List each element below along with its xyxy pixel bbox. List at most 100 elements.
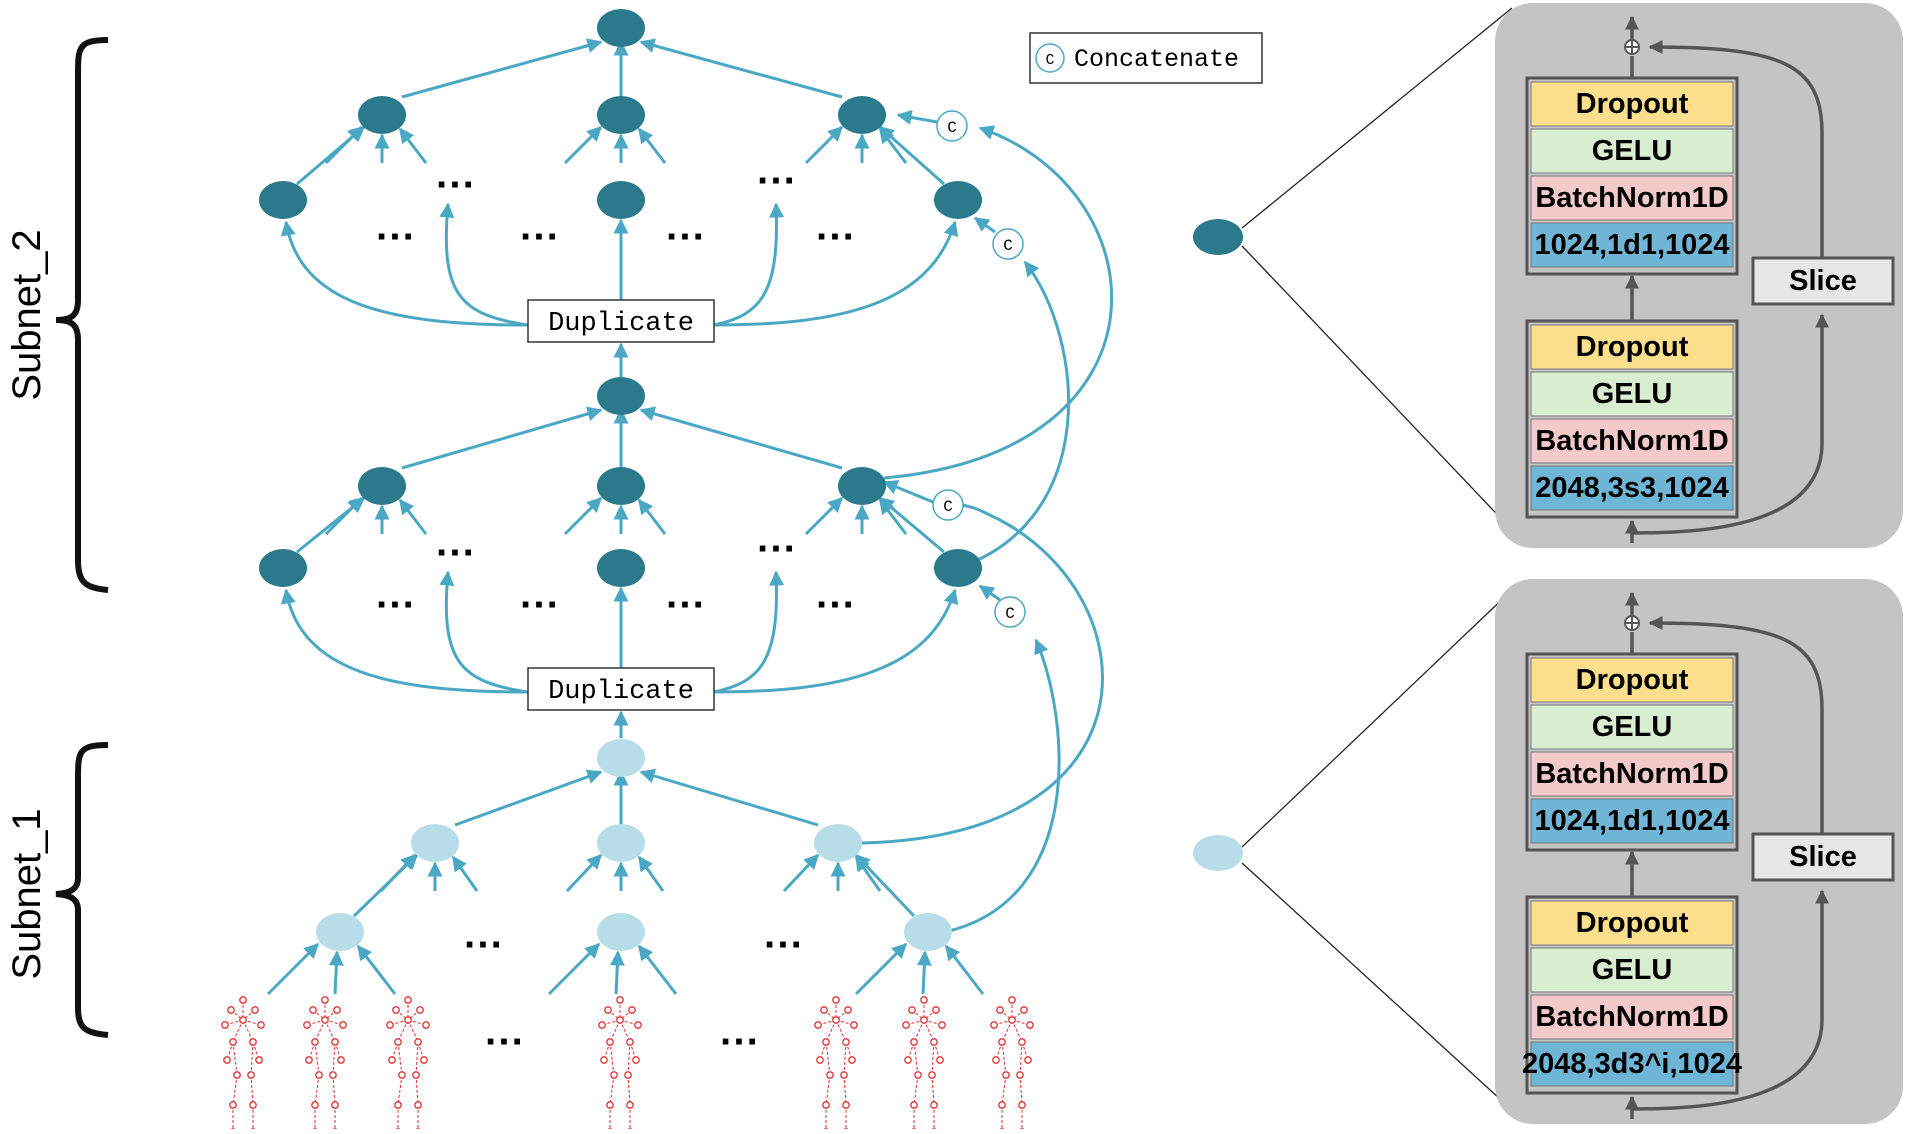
skeleton-joint <box>415 1102 421 1108</box>
node-dark <box>358 96 406 134</box>
skeleton-bone <box>251 1042 253 1075</box>
duplicate-label: Duplicate <box>548 309 694 339</box>
ellipsis-dots: ··· <box>816 583 856 627</box>
subnet-2-brace: Subnet_2 <box>5 40 108 590</box>
ellipsis-dots: ··· <box>757 527 797 571</box>
skeleton-joint <box>815 1022 821 1028</box>
ellipsis-dots: ··· <box>816 215 856 259</box>
edge-curve <box>884 128 1112 478</box>
skeleton-bone <box>333 1042 335 1075</box>
skeleton-joint <box>240 1017 246 1023</box>
node-dark <box>597 181 645 219</box>
edge-arrow <box>641 410 842 468</box>
nodes-layer: ········································… <box>259 9 1025 1064</box>
edge-arrow <box>641 42 842 97</box>
skeleton-bone <box>416 1075 418 1105</box>
skeleton-joint <box>903 1022 909 1028</box>
skeleton-joint <box>843 1102 849 1108</box>
zoom-node-light <box>1193 835 1243 871</box>
ellipsis-dots: ··· <box>376 215 416 259</box>
skeleton-joint <box>1019 1039 1025 1045</box>
skeleton-joint <box>605 1007 611 1013</box>
skeleton-joint <box>322 1017 328 1023</box>
skeleton-joint <box>258 1022 264 1028</box>
edge-arrow <box>639 129 665 163</box>
edge-curve <box>945 640 1059 932</box>
skeleton-joint <box>607 1039 613 1045</box>
skeleton-joint <box>417 1007 423 1013</box>
skeleton-pose <box>304 997 346 1129</box>
skeleton-bone <box>398 1042 402 1075</box>
layer-label-bottom: Dropout <box>1576 331 1689 363</box>
skeleton-joint <box>833 997 839 1003</box>
skeleton-joint <box>415 1039 421 1045</box>
skeleton-joint <box>611 1072 617 1078</box>
skeleton-joint <box>833 1017 839 1023</box>
skeleton-bone <box>914 1075 918 1105</box>
node-light <box>597 824 645 862</box>
edge-arrow <box>297 498 364 552</box>
skeleton-joint <box>821 1007 827 1013</box>
skeleton-joint <box>841 1072 847 1078</box>
skeleton-joint <box>405 997 411 1003</box>
skeleton-joint <box>993 1057 999 1063</box>
skeleton-joint <box>823 1102 829 1108</box>
skeleton-joint <box>1003 1072 1009 1078</box>
edge-curve <box>958 262 1069 568</box>
layer-label-top: BatchNorm1D <box>1535 758 1728 790</box>
edge-arrow <box>400 129 426 163</box>
edge-arrow <box>784 855 818 891</box>
ellipsis-dots: ··· <box>376 583 416 627</box>
skeleton-pose <box>815 997 857 1129</box>
skeleton-joint <box>921 1017 927 1023</box>
skeleton-joint <box>387 1022 393 1028</box>
skeleton-joint <box>312 1102 318 1108</box>
layer-label-top: Dropout <box>1576 88 1689 120</box>
skeleton-joint <box>843 1039 849 1045</box>
skeleton-joint <box>338 1057 344 1063</box>
skeleton-bone <box>1020 1042 1022 1075</box>
edge-arrow <box>453 857 477 891</box>
ellipsis-dots: ··· <box>720 1020 760 1064</box>
skeleton-joint <box>224 1057 230 1063</box>
zoom-lines <box>1242 8 1512 1110</box>
skeleton-joint <box>845 1007 851 1013</box>
skeleton-joint <box>1019 1102 1025 1108</box>
layer-label-top: BatchNorm1D <box>1535 182 1728 214</box>
edge-curve <box>446 204 528 325</box>
layer-label-top: 1024,1d1,1024 <box>1534 805 1729 837</box>
node-light <box>411 824 459 862</box>
skeleton-joint <box>1017 1072 1023 1078</box>
edge-arrow <box>335 952 337 994</box>
skeleton-joint <box>915 1072 921 1078</box>
skeleton-joint <box>929 1072 935 1078</box>
skeleton-bone <box>315 1075 319 1105</box>
skeleton-pose <box>387 997 429 1129</box>
node-dark <box>259 549 307 587</box>
skeleton-joint <box>999 1102 1005 1108</box>
node-dark <box>597 549 645 587</box>
skeleton-joint <box>817 1057 823 1063</box>
skeleton-bone <box>315 1042 319 1075</box>
skeleton-joint <box>230 1102 236 1108</box>
edge-arrow <box>268 944 318 994</box>
edge-arrow <box>565 498 601 534</box>
concat-symbol: C <box>947 119 957 137</box>
skeleton-joint <box>405 1017 411 1023</box>
skeleton-joint <box>250 1039 256 1045</box>
skeleton-bone <box>398 1075 402 1105</box>
concat-symbol: C <box>1003 237 1013 255</box>
skeleton-joint <box>310 1007 316 1013</box>
skeleton-bone <box>1002 1075 1006 1105</box>
skeleton-joint <box>601 1057 607 1063</box>
edge-arrow <box>856 944 906 994</box>
node-dark <box>597 9 645 47</box>
skeleton-joint <box>921 997 927 1003</box>
skeleton-joint <box>911 1102 917 1108</box>
skeleton-joint <box>909 1007 915 1013</box>
skeleton-joint <box>248 1072 254 1078</box>
skeleton-joint <box>395 1102 401 1108</box>
skeleton-joint <box>931 1039 937 1045</box>
edge-arrow <box>980 586 1000 600</box>
